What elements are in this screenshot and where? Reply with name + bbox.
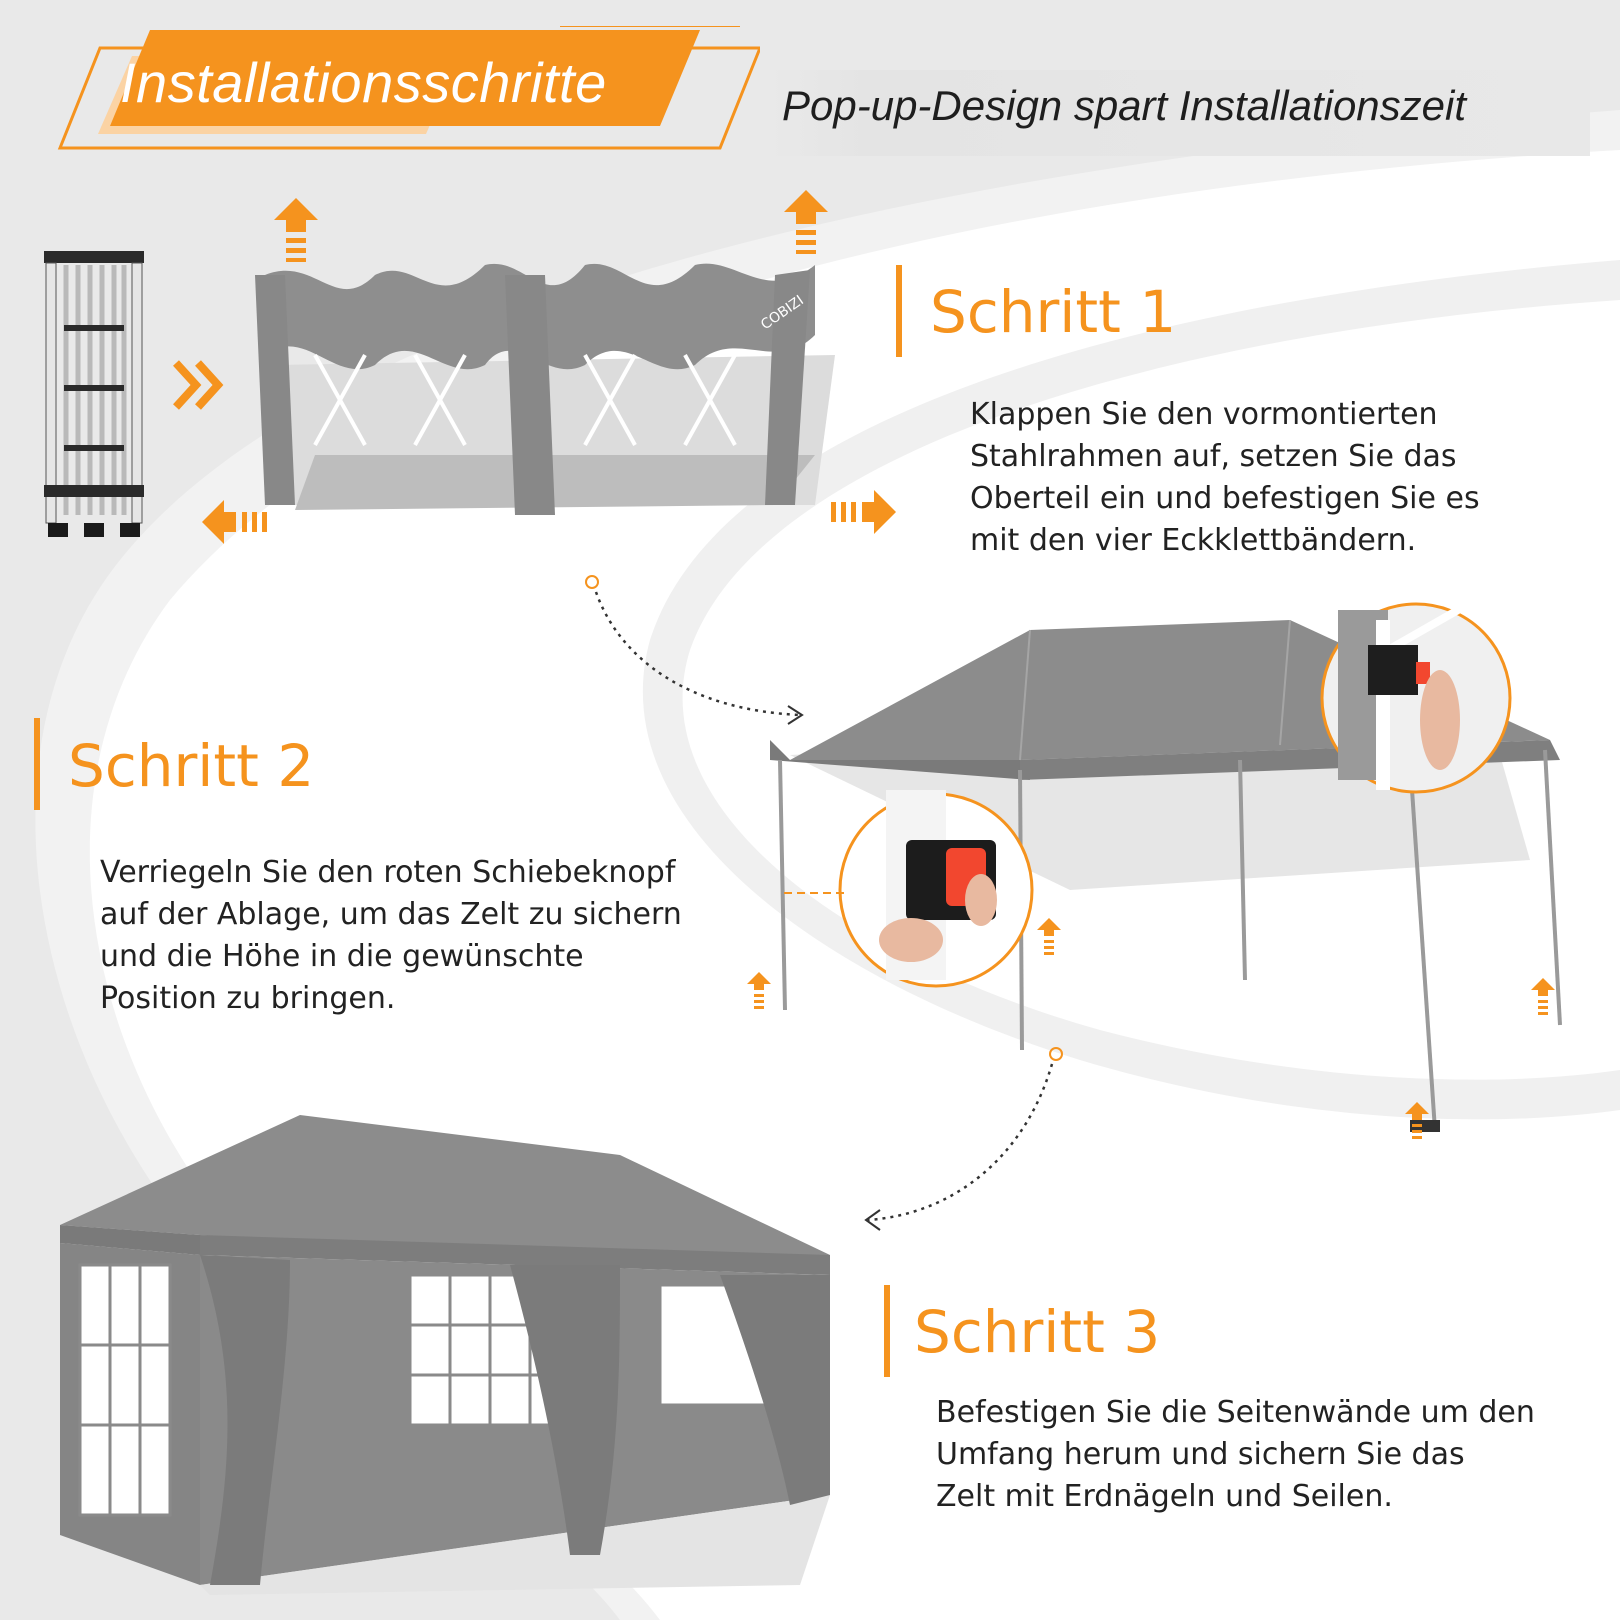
step2-title: Schritt 2: [68, 732, 315, 800]
step2-description: Verriegeln Sie den roten Schiebeknopf au…: [100, 855, 682, 1016]
folded-frame-image: [44, 251, 144, 537]
step3-accent-bar: [884, 1285, 890, 1377]
arrow-up-icon: [274, 198, 318, 262]
step3-title: Schritt 3: [914, 1298, 1161, 1366]
subtitle-bar: [770, 70, 1590, 156]
step2-accent-bar: [34, 718, 40, 810]
page-title: Installationsschritte: [120, 51, 607, 114]
step1-title: Schritt 1: [930, 278, 1177, 346]
double-chevron-right-icon: [173, 360, 224, 410]
lock-closeup-image: [838, 790, 1034, 988]
arrow-left-icon: [202, 500, 267, 544]
expanding-tent-image: COBIZI: [255, 263, 835, 515]
step1-accent-bar: [896, 265, 902, 357]
arrow-right-icon: [831, 490, 896, 534]
hinge-closeup-image: [1320, 602, 1512, 794]
lock-pointer-line: [784, 892, 844, 894]
tent-with-sidewalls-image: [60, 1115, 830, 1595]
connector-arrow-step2-to-step3: [864, 1047, 1063, 1231]
step1-description: Klappen Sie den vormontierten Stahlrahme…: [970, 397, 1480, 558]
arrow-up-icon: [747, 972, 771, 1009]
arrow-up-icon: [1037, 918, 1061, 955]
step3-description: Befestigen Sie die Seitenwände um den Um…: [936, 1395, 1535, 1514]
arrow-up-icon: [1405, 1102, 1429, 1139]
page-subtitle: Pop-up-Design spart Installationszeit: [782, 82, 1467, 129]
arrow-up-icon: [1531, 978, 1555, 1015]
arrow-up-icon: [784, 190, 828, 254]
title-banner: [57, 26, 760, 150]
connector-arrow-step1-to-step2: [585, 575, 804, 725]
